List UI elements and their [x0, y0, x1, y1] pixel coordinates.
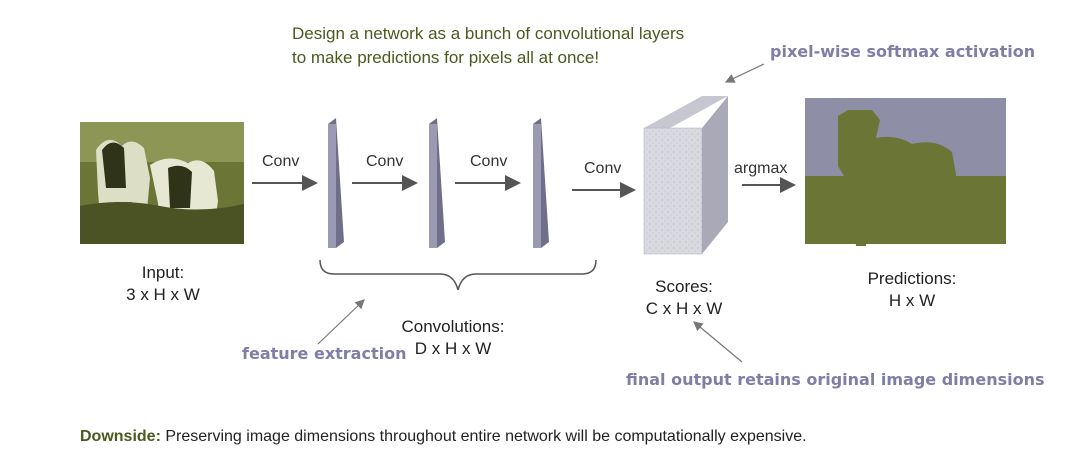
scores-volume — [643, 96, 728, 255]
op-conv-1: Conv — [262, 153, 300, 170]
diagram-title: Design a network as a bunch of convoluti… — [292, 22, 684, 70]
input-label-name: Input: — [141, 263, 185, 282]
feature-annotation: feature extraction — [242, 344, 407, 363]
convolutions-label: Convolutions: D x H x W — [388, 316, 518, 360]
op-conv-4: Conv — [584, 160, 622, 177]
op-conv-2: Conv — [366, 153, 404, 170]
predictions-label: Predictions: H x W — [852, 268, 972, 312]
title-line-2: to make predictions for pixels all at on… — [292, 48, 600, 67]
conv-layer-1 — [328, 118, 344, 248]
downside-prefix: Downside: — [80, 428, 161, 445]
convolutions-label-dims: D x H x W — [414, 339, 492, 358]
final-pointer — [693, 321, 743, 363]
input-label-dims: 3 x H x W — [126, 285, 200, 304]
downside-text: Preserving image dimensions throughout e… — [160, 428, 807, 445]
conv-layer-3 — [533, 118, 549, 248]
convolutions-label-name: Convolutions: — [401, 317, 505, 336]
scores-label: Scores: C x H x W — [634, 276, 734, 320]
op-argmax: argmax — [734, 160, 788, 177]
feature-pointer — [317, 299, 365, 345]
scores-label-name: Scores: — [655, 277, 713, 296]
softmax-annotation: pixel-wise softmax activation — [770, 42, 1036, 61]
title-line-1: Design a network as a bunch of convoluti… — [292, 24, 685, 43]
predictions-label-dims: H x W — [888, 291, 936, 310]
input-image — [80, 122, 244, 244]
final-output-annotation: final output retains original image dime… — [626, 370, 1045, 389]
predictions-image — [805, 98, 1006, 246]
predictions-label-name: Predictions: — [867, 269, 957, 288]
convolutions-brace — [319, 259, 597, 291]
downside-note: Downside: Preserving image dimensions th… — [80, 428, 807, 446]
op-conv-3: Conv — [470, 153, 508, 170]
scores-label-dims: C x H x W — [645, 299, 723, 318]
input-label: Input: 3 x H x W — [120, 262, 206, 306]
conv-layer-2 — [429, 118, 445, 248]
softmax-pointer — [724, 63, 765, 83]
